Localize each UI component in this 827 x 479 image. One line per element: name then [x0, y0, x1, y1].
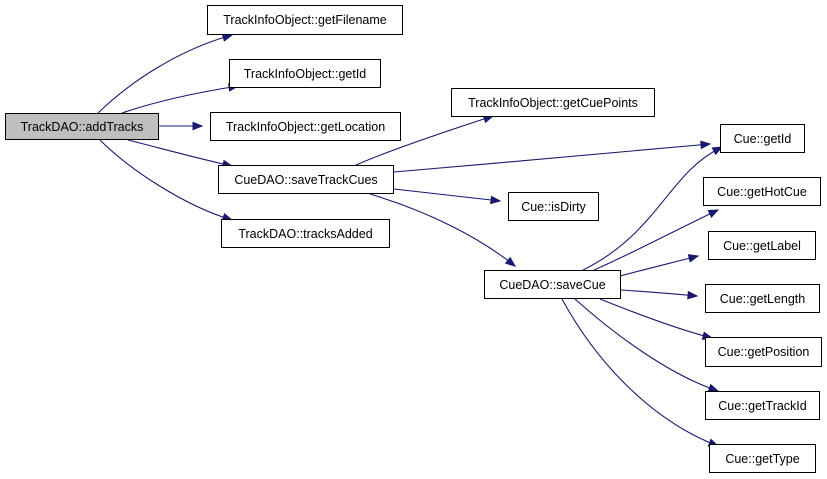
edge-addTracks-to-getFilename	[97, 34, 233, 114]
node-cue-getid[interactable]: Cue::getId	[720, 124, 805, 153]
edge-saveTrackCues-to-isDirty	[393, 188, 501, 202]
edge-addTracks-to-saveTrackCues	[127, 139, 233, 167]
arrowhead-addTracks-to-getFilename	[221, 33, 234, 42]
arrowhead-saveCue-to-getHotCue	[707, 209, 720, 218]
node-trackinfoobject-getfilename[interactable]: TrackInfoObject::getFilename	[207, 5, 403, 35]
node-cue-isdirty[interactable]: Cue::isDirty	[508, 192, 599, 221]
arrowhead-saveTrackCues-to-saveCue	[504, 256, 517, 267]
node-cuedao-savecue[interactable]: CueDAO::saveCue	[484, 270, 621, 299]
node-cue-gethotcue[interactable]: Cue::getHotCue	[703, 177, 821, 206]
edge-addTracks-to-tracksAdded	[99, 139, 233, 221]
arrowhead-saveTrackCues-to-isDirty	[490, 195, 502, 205]
arrowhead-saveTrackCues-to-cueGetId	[700, 140, 712, 150]
node-trackdao-addtracks: TrackDAO::addTracks	[5, 113, 159, 140]
edge-saveTrackCues-to-getCuePoints	[355, 115, 494, 166]
edge-saveCue-to-getTrackId	[574, 298, 719, 392]
edge-saveTrackCues-to-saveCue	[369, 193, 516, 267]
edge-saveCue-to-getLength	[620, 289, 698, 297]
node-cue-gettype[interactable]: Cue::getType	[709, 444, 816, 473]
node-trackinfoobject-getlocation[interactable]: TrackInfoObject::getLocation	[210, 112, 401, 141]
node-cue-getlabel[interactable]: Cue::getLabel	[708, 231, 816, 260]
edge-saveCue-to-getHotCue	[593, 209, 719, 271]
edge-saveCue-to-getLabel	[619, 255, 699, 277]
node-trackdao-tracksadded[interactable]: TrackDAO::tracksAdded	[221, 219, 390, 248]
node-cue-getlength[interactable]: Cue::getLength	[705, 284, 820, 313]
node-cue-gettrackid[interactable]: Cue::getTrackId	[705, 391, 820, 420]
edge-saveCue-to-cueGetId	[582, 146, 723, 271]
arrowhead-saveCue-to-getLabel	[687, 254, 700, 263]
edge-addTracks-to-tioGetId	[121, 85, 239, 114]
arrowhead-saveCue-to-getLength	[687, 290, 699, 300]
arrowhead-addTracks-to-getLocation	[192, 121, 204, 131]
node-trackinfoobject-getid[interactable]: TrackInfoObject::getId	[229, 59, 381, 88]
arrowhead-saveCue-to-cueGetId	[711, 146, 724, 156]
node-cue-getposition[interactable]: Cue::getPosition	[705, 337, 822, 367]
edge-saveCue-to-getType	[561, 298, 719, 447]
node-cuedao-savetrackcues[interactable]: CueDAO::saveTrackCues	[218, 165, 394, 194]
edge-saveTrackCues-to-cueGetId	[393, 143, 711, 173]
node-trackinfoobject-getcuepoints[interactable]: TrackInfoObject::getCuePoints	[451, 88, 655, 117]
edge-saveCue-to-getPosition	[599, 298, 713, 339]
